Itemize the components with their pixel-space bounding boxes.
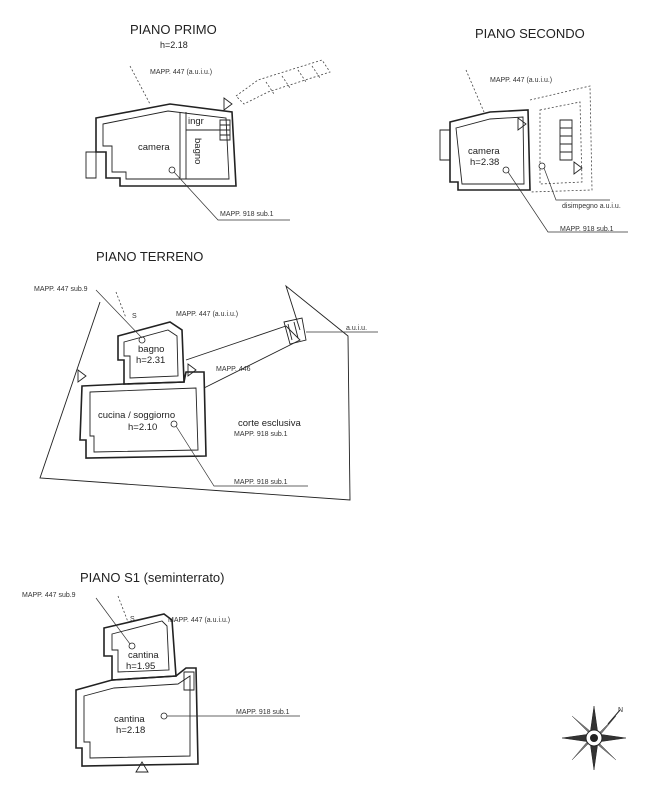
piano-secondo-title: PIANO SECONDO <box>475 26 585 41</box>
piano-secondo-mapp-447: MAPP. 447 (a.u.i.u.) <box>490 77 552 84</box>
piano-primo-height: h=2.18 <box>160 40 188 50</box>
piano-secondo-height: h=2.38 <box>470 157 499 168</box>
piano-s1-mapp-447-sub9: MAPP. 447 sub.9 <box>22 592 76 599</box>
plan-piano-terreno: PIANO TERRENO MAPP. 447 sub.9 MAPP. 447 … <box>34 249 378 501</box>
piano-primo-bagno: bagno <box>192 138 203 164</box>
piano-primo-stairs <box>219 119 231 141</box>
piano-terreno-courtyard-boundary <box>39 284 351 501</box>
plan-piano-secondo: PIANO SECONDO MAPP. 447 (a.u.i.u.) camer… <box>439 26 628 233</box>
piano-terreno-bagno-height: h=2.31 <box>136 355 165 366</box>
piano-secondo-stairs <box>559 119 573 161</box>
piano-s1-cantina-upper: cantina <box>128 650 159 661</box>
piano-secondo-disimpegno-outline <box>529 85 593 193</box>
piano-terreno-title: PIANO TERRENO <box>96 249 203 264</box>
piano-s1-cantina-lower: cantina <box>114 714 145 725</box>
piano-primo-camera: camera <box>138 142 170 153</box>
piano-primo-ingr: ingr <box>188 116 204 127</box>
piano-primo-mapp-447: MAPP. 447 (a.u.i.u.) <box>150 69 212 76</box>
piano-s1-mapp-918: MAPP. 918 sub.1 <box>236 709 290 716</box>
piano-secondo-camera: camera <box>468 146 500 157</box>
piano-s1-cantina-lower-height: h=2.18 <box>116 725 145 736</box>
piano-s1-mapp-447: MAPP. 447 (a.u.i.u.) <box>168 617 230 624</box>
svg-text:S: S <box>132 313 137 320</box>
compass-rose-icon: N <box>561 705 627 771</box>
piano-terreno-mapp-918: MAPP. 918 sub.1 <box>234 479 288 486</box>
piano-terreno-corte-mapp: MAPP. 918 sub.1 <box>234 431 288 438</box>
compass-north-label: N <box>618 707 623 714</box>
piano-s1-cantina-upper-height: h=1.95 <box>126 661 155 672</box>
piano-terreno-corridor <box>185 325 301 389</box>
piano-primo-external-stair <box>235 59 331 105</box>
piano-primo-inner-walls <box>102 110 230 180</box>
piano-s1-title: PIANO S1 (seminterrato) <box>80 570 225 585</box>
piano-secondo-mapp-918: MAPP. 918 sub.1 <box>560 226 614 233</box>
piano-terreno-cucina: cucina / soggiorno <box>98 410 175 421</box>
plan-piano-primo: PIANO PRIMO h=2.18 MAPP. 447 (a.u.i.u.) … <box>85 22 331 221</box>
piano-terreno-mapp-447: MAPP. 447 (a.u.i.u.) <box>176 311 238 318</box>
piano-terreno-mapp-447-sub9: MAPP. 447 sub.9 <box>34 286 88 293</box>
piano-primo-left-annex <box>85 151 97 179</box>
piano-terreno-cucina-height: h=2.10 <box>128 422 157 433</box>
plan-piano-s1: PIANO S1 (seminterrato) MAPP. 447 sub.9 … <box>22 570 300 773</box>
svg-text:S: S <box>130 616 135 623</box>
piano-terreno-bagno: bagno <box>138 344 164 355</box>
piano-terreno-auiu: a.u.i.u. <box>346 325 367 332</box>
piano-secondo-outer-walls <box>449 109 531 191</box>
piano-terreno-cucina-walls <box>79 371 207 459</box>
piano-terreno-mapp-446: MAPP. 446 <box>216 366 251 373</box>
piano-secondo-disimpegno: disimpegno a.u.i.u. <box>562 203 621 210</box>
piano-primo-outer-walls <box>95 103 237 187</box>
piano-primo-mapp-918: MAPP. 918 sub.1 <box>220 211 274 218</box>
piano-primo-marker <box>223 97 233 111</box>
piano-terreno-corte: corte esclusiva <box>238 418 302 429</box>
piano-primo-title: PIANO PRIMO <box>130 22 217 37</box>
piano-primo-partitions <box>179 112 226 179</box>
